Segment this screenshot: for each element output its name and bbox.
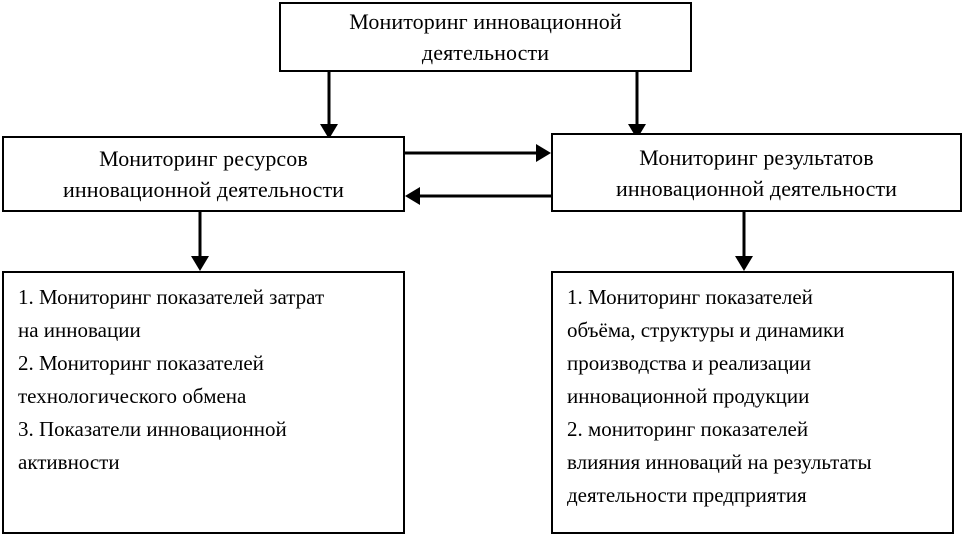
list-item-line: инновационной продукции [567, 384, 810, 408]
node-title-line: Мониторинг инновационной [349, 9, 622, 34]
list-item-line: 2. мониторинг показателей [567, 417, 809, 441]
node-monitoring-innovation-activity[interactable]: Мониторинг инновационной деятельности [279, 2, 692, 72]
list-item-line: деятельности предприятия [567, 483, 807, 507]
connector-results-to-resources [405, 187, 551, 205]
node-title-line: деятельности [421, 40, 550, 65]
list-item: 2. мониторинг показателей влияния иннова… [567, 413, 942, 512]
list-item: 1. Мониторинг показателей объёма, структ… [567, 281, 942, 413]
list-item-line: технологического обмена [18, 384, 247, 408]
list-item-line: 3. Показатели инновационной [18, 417, 287, 441]
list-item: 1. Мониторинг показателей затрат на инно… [18, 281, 393, 347]
node-title-line: Мониторинг результатов [639, 144, 874, 170]
connector-resources-to-list [191, 212, 209, 271]
node-monitoring-resources[interactable]: Мониторинг ресурсов инновационной деятел… [2, 136, 405, 212]
list-item-line: на инновации [18, 318, 141, 342]
connector-root-to-results [628, 72, 646, 139]
list-item-line: объёма, структуры и динамики [567, 318, 845, 342]
list-item-line: активности [18, 450, 120, 474]
list-item-line: 1. Мониторинг показателей затрат [18, 285, 325, 309]
node-monitoring-results[interactable]: Мониторинг результатов инновационной дея… [551, 133, 962, 212]
node-title-line: Мониторинг ресурсов [99, 146, 308, 171]
node-resources-indicators-list[interactable]: 1. Мониторинг показателей затрат на инно… [2, 271, 405, 534]
list-item-line: влияния инноваций на результаты [567, 450, 872, 474]
list-item: 3. Показатели инновационной активности [18, 413, 393, 479]
node-results-indicators-list[interactable]: 1. Мониторинг показателей объёма, структ… [551, 271, 954, 534]
node-title-line: инновационной деятельности [62, 177, 345, 202]
list-item-line: производства и реализации [567, 351, 811, 375]
connector-resources-to-results [405, 144, 551, 162]
list-item: 2. Мониторинг показателей технологическо… [18, 347, 393, 413]
connector-results-to-list [735, 212, 753, 271]
list-item-line: 2. Мониторинг показателей [18, 351, 264, 375]
list-item-line: 1. Мониторинг показателей [567, 285, 813, 309]
node-title-line: инновационной деятельности [615, 175, 898, 201]
connector-root-to-resources [320, 72, 338, 139]
